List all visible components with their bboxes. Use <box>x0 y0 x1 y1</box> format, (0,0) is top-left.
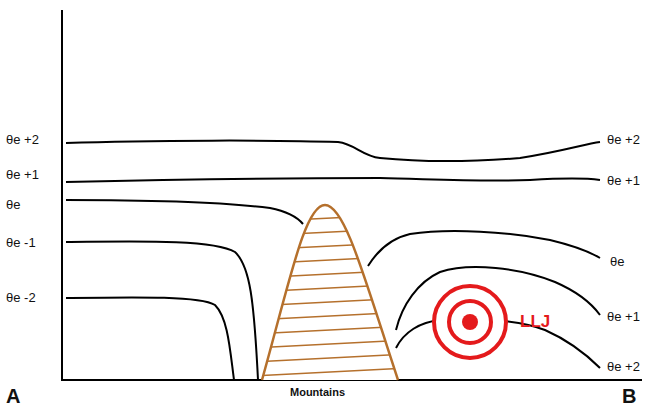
hatch-line <box>250 298 410 306</box>
section-end-label: A <box>6 385 20 407</box>
contour-label: θe -1 <box>6 236 36 250</box>
contour-line <box>66 178 600 182</box>
contour-line <box>66 200 303 224</box>
contour-label: θe <box>610 255 624 269</box>
contour-label: θe +2 <box>6 133 39 147</box>
hatch-line <box>250 312 410 320</box>
section-end-label: B <box>622 385 636 407</box>
contour-label: θe +1 <box>607 310 640 324</box>
theta-e-contours <box>66 141 600 380</box>
contour-line <box>66 241 258 380</box>
contour-label: θe +1 <box>607 174 640 188</box>
contour-label: θe +2 <box>607 133 640 147</box>
contour-label: θe +1 <box>6 168 39 182</box>
jet-label: LLJ <box>520 313 550 332</box>
low-level-jet-symbol <box>434 286 506 358</box>
hatch-line <box>250 214 410 222</box>
hatch-line <box>250 284 410 292</box>
hatch-line <box>250 326 410 334</box>
mountain <box>250 205 410 380</box>
hatch-line <box>250 368 410 376</box>
hatch-line <box>250 340 410 348</box>
contour-line <box>368 231 600 266</box>
jet-ring <box>449 301 491 343</box>
hatch-line <box>250 354 410 362</box>
hatch-line <box>250 228 410 236</box>
mountain-hatching <box>250 214 410 376</box>
contour-line <box>66 297 234 380</box>
mountain-label: Mountains <box>290 386 345 398</box>
hatch-line <box>250 242 410 250</box>
hatch-line <box>250 256 410 264</box>
contour-label: θe <box>6 198 20 212</box>
hatch-line <box>250 270 410 278</box>
contour-label: θe +2 <box>607 360 640 374</box>
jet-ring <box>434 286 506 358</box>
vertical-axis <box>61 10 63 381</box>
contour-label: θe -2 <box>6 291 36 305</box>
contour-line <box>66 141 600 161</box>
jet-core <box>462 314 478 330</box>
